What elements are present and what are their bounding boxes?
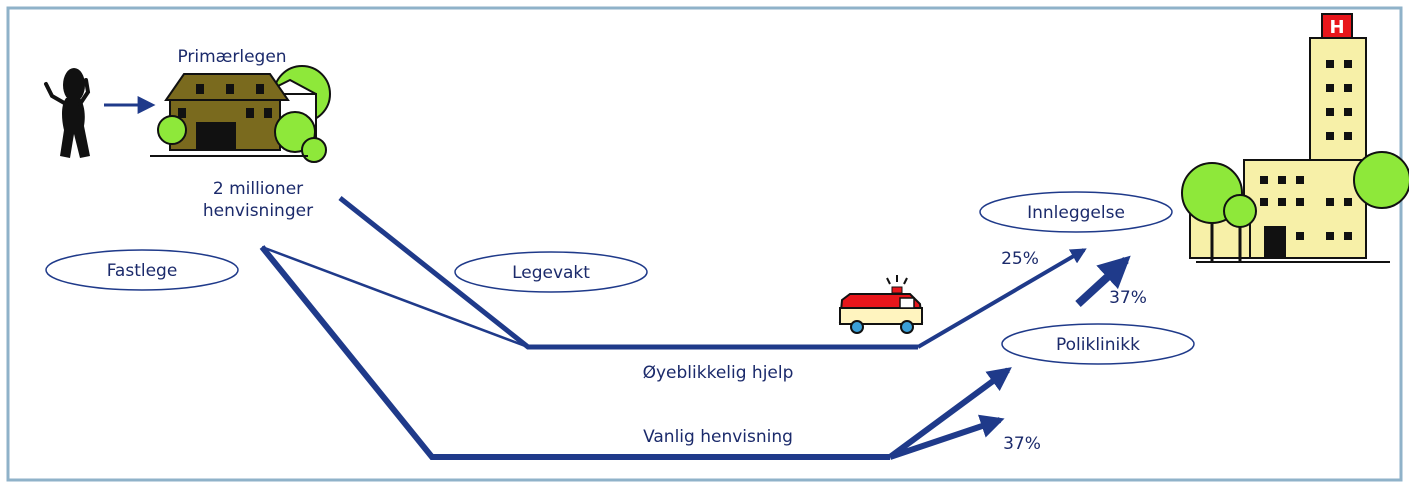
admission-label: Innleggelse bbox=[1027, 203, 1125, 223]
admission-percentage-from-outpatient: 37% bbox=[1109, 288, 1147, 308]
regular-referral-label: Vanlig henvisning bbox=[643, 427, 793, 447]
referrals-count-line2: henvisninger bbox=[203, 201, 313, 221]
outpatient-ellipse: Poliklinikk bbox=[1001, 323, 1195, 365]
emergency-help-label: Øyeblikkelig hjelp bbox=[643, 363, 794, 383]
ambulance-icon bbox=[838, 275, 924, 334]
gp-label: Fastlege bbox=[107, 261, 178, 281]
flow-lines bbox=[259, 196, 1131, 460]
primary-doctor-label: Primærlegen bbox=[177, 47, 286, 67]
emergency-to-admission-arrow bbox=[916, 248, 1087, 349]
regular-split-percentage: 37% bbox=[1003, 434, 1041, 454]
regular-to-outpatient-arrow bbox=[888, 367, 1012, 460]
emergency-clinic-label: Legevakt bbox=[512, 263, 590, 283]
regular-split-arrow bbox=[889, 414, 1005, 460]
admission-ellipse: Innleggelse bbox=[979, 191, 1173, 233]
outpatient-label: Poliklinikk bbox=[1056, 335, 1140, 355]
gp-ellipse: Fastlege bbox=[45, 249, 239, 291]
admission-percentage-from-emergency: 25% bbox=[1001, 249, 1039, 269]
hospital-icon: H bbox=[1181, 13, 1409, 263]
regular-referral-line bbox=[259, 245, 890, 460]
gp-to-emergency-line bbox=[261, 245, 529, 349]
svg-text:H: H bbox=[1329, 17, 1344, 38]
emergency-clinic-ellipse: Legevakt bbox=[454, 251, 648, 293]
outpatient-to-admission-arrow bbox=[1075, 255, 1131, 307]
person-icon bbox=[44, 68, 91, 158]
referrals-count-line1: 2 millioner bbox=[213, 179, 303, 199]
doctor-office-icon bbox=[150, 65, 331, 163]
